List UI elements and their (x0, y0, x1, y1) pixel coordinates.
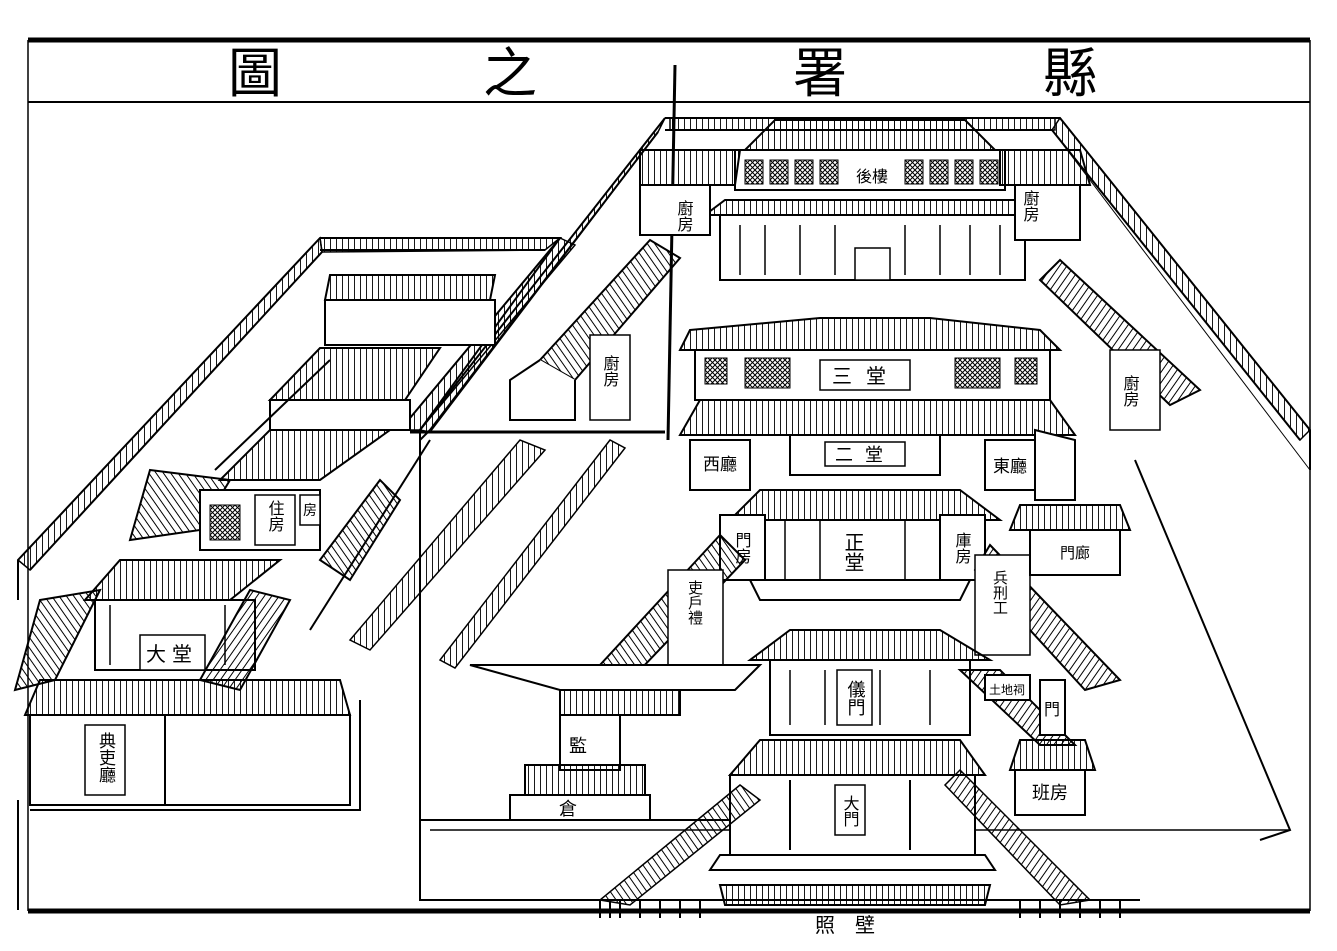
label-third-hall: 三堂 (832, 364, 900, 388)
label-side-room-ur: 廚房 (1021, 189, 1040, 223)
guard-room (1008, 739, 1097, 816)
label-registrar-hall: 典吏廳 (95, 732, 116, 783)
west-approach-roof (598, 784, 762, 906)
label-east-gate-side: 門 (1044, 700, 1060, 719)
label-residence-side: 房 (303, 503, 317, 519)
west-gallery-wall (509, 359, 576, 421)
label-west-offices: 吏戶禮 (686, 580, 704, 626)
label-east-shrine: 土地祠 (989, 683, 1025, 697)
third-hall: 三堂 (678, 317, 1063, 401)
left-great-hall: 大堂 (13, 559, 292, 692)
label-screen-wall: 照壁 (815, 913, 895, 937)
label-east-offices: 兵刑工 (991, 570, 1009, 615)
label-granary: 倉 (559, 799, 577, 820)
label-second-hall: 二堂 (835, 445, 895, 466)
prison-block (469, 664, 763, 821)
east-gallery-room (1109, 349, 1161, 431)
title-char-2: 署 (793, 42, 847, 105)
upper-side-rooms (639, 149, 1092, 241)
left-walkway (348, 439, 547, 651)
west-offices-wall (667, 569, 724, 671)
left-upper-building (267, 274, 497, 431)
left-wall-tiles-top (319, 237, 563, 253)
wall-right-tiles (1051, 116, 1312, 442)
second-hall: 二堂 (678, 399, 1077, 476)
title-char-3: 之 (483, 42, 537, 105)
label-guard-room: 班房 (1032, 783, 1068, 804)
title-char-4: 圖 (228, 42, 282, 105)
label-prison: 監 (569, 736, 587, 757)
east-offices-wall (974, 554, 1031, 656)
west-gallery-room (589, 334, 631, 421)
page-frame (27, 37, 1311, 914)
label-left-hall: 大堂 (146, 642, 198, 666)
label-east-room-1: 廚房 (1121, 374, 1140, 408)
registrar-hall: 典吏廳 (23, 679, 352, 806)
chambers (689, 428, 1076, 501)
title-banner: 縣 署 之 圖 (228, 42, 1097, 105)
label-main-hall: 正堂 (841, 532, 865, 572)
label-ceremonial-gate: 儀門 (845, 680, 866, 716)
title-char-1: 縣 (1043, 42, 1097, 105)
label-west-chamber: 西廳 (703, 455, 737, 475)
left-wall-tiles-side (16, 236, 323, 572)
east-shrine (957, 669, 1078, 746)
label-east-gate-room: 庫房 (953, 532, 972, 565)
residence-building: 住房 房 (128, 429, 402, 582)
east-gatehouse (1008, 504, 1132, 576)
screen-wall: 照壁 (718, 884, 992, 937)
label-east-gatehouse: 門廊 (1060, 544, 1090, 562)
main-hall: 正堂 (727, 489, 1003, 601)
ceremonial-gate: 儀門 (747, 629, 994, 736)
left-walkway-2 (214, 359, 331, 471)
label-great-gate: 大門 (841, 795, 860, 828)
rear-tower: 後樓 (702, 119, 1043, 281)
label-east-chamber: 東廳 (993, 457, 1027, 477)
label-side-room-ul: 廚房 (675, 199, 694, 233)
great-gate: 大門 (708, 739, 997, 871)
fence-posts (599, 900, 1121, 918)
label-west-room-1: 廚房 (601, 354, 620, 388)
label-rear-tower: 後樓 (856, 167, 888, 186)
divider-wall (438, 439, 627, 669)
label-residence: 住房 (266, 500, 285, 533)
